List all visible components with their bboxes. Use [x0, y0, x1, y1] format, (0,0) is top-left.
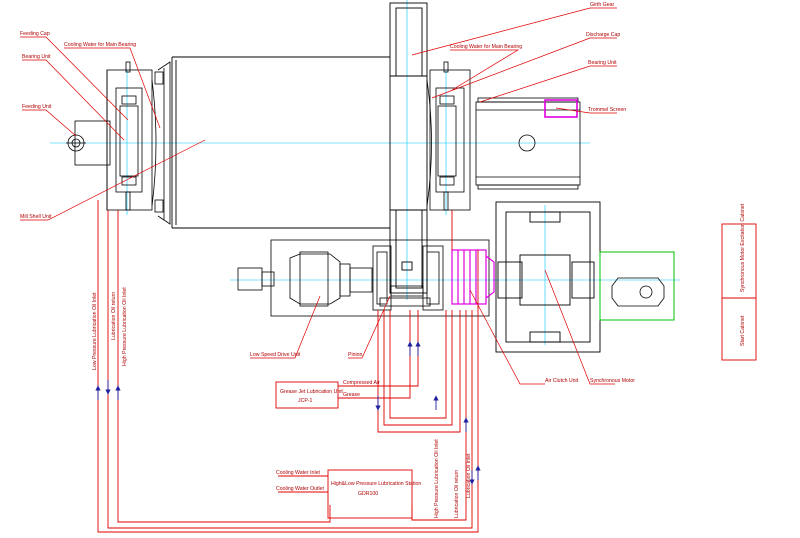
leader-lines — [20, 7, 617, 385]
electric-cabinets — [721, 223, 757, 361]
station-title: High&Low Pressure Lubrication Station — [331, 481, 421, 487]
label-hp-oil-inlet-right: High Pressure Lubrication Oil Inlet — [434, 439, 440, 518]
trommel-screen-highlight — [544, 99, 578, 118]
flow-arrows — [95, 341, 481, 485]
label-trommel-screen: Trommel Screen — [588, 107, 626, 113]
motor-exciter — [599, 251, 675, 321]
label-grease: Grease — [343, 392, 360, 398]
label-pinion: Pinion — [348, 352, 363, 358]
feeding-cap — [151, 61, 171, 225]
label-cooling-water-right: Cooling Water for Main Bearing — [450, 44, 522, 50]
low-speed-drive-unit — [237, 239, 490, 317]
label-lp-oil-inlet-left: Low Pressure Lubrication Oil Inlet — [92, 292, 98, 370]
feeding-unit — [66, 120, 111, 166]
label-mill-shell-unit: Mill Shell Unit — [20, 214, 52, 220]
label-bearing-unit-left: Bearing Unit — [22, 54, 51, 60]
label-air-clutch-unit: Air Clutch Unit — [545, 378, 579, 384]
grease-jet-lubrication-unit — [275, 381, 339, 409]
label-cooling-water-left: Cooling Water for Main Bearing — [64, 42, 136, 48]
discharge-cap — [426, 79, 432, 207]
lubrication-pipes — [97, 200, 479, 533]
lubrication-station — [327, 469, 413, 519]
start-cabinet-label: Start Cabinet — [740, 315, 746, 346]
label-cooling-water-outlet: Cooling Water Outlet — [276, 486, 325, 492]
label-low-speed-drive-unit: Low Speed Drive Unit — [250, 352, 301, 358]
bearing-unit-left — [106, 61, 153, 211]
label-lp-oil-inlet-right: Lubrication Oil Inlet — [466, 453, 472, 498]
grease-unit-model: JCP-1 — [298, 398, 313, 404]
air-clutch — [451, 249, 495, 305]
trommel-screen — [475, 97, 581, 190]
grease-unit-title: Grease Jet Lubrication Unit — [280, 389, 343, 395]
label-synchronous-motor: Synchronous Motor — [590, 378, 635, 384]
station-model: GDR100 — [358, 491, 378, 497]
label-feeding-cap: Feeding Cap — [20, 31, 50, 37]
bearing-unit-right — [429, 61, 471, 211]
label-compressed-air: Compressed Air — [343, 380, 380, 386]
label-girth-gear: Girth Gear — [590, 2, 614, 8]
label-feeding-unit: Feeding Unit — [22, 104, 52, 110]
label-cooling-water-inlet: Cooling Water Inlet — [276, 470, 320, 476]
label-discharge-cap: Discharge Cap — [586, 32, 620, 38]
centerlines — [50, 0, 680, 345]
sync-motor-cabinet-label: Synchronous Motor Excitation Cabinet — [740, 203, 746, 292]
mill-shell — [171, 56, 390, 229]
label-hp-oil-inlet-left: High Pressure Lubrication Oil Inlet — [122, 287, 128, 366]
label-bearing-unit-right: Bearing Unit — [588, 60, 617, 66]
girth-gear — [389, 2, 428, 294]
label-oil-return-right: Lubrication Oil return — [454, 470, 460, 518]
pinion-assembly — [372, 245, 444, 311]
label-oil-return-left: Lubrication Oil return — [111, 292, 117, 340]
